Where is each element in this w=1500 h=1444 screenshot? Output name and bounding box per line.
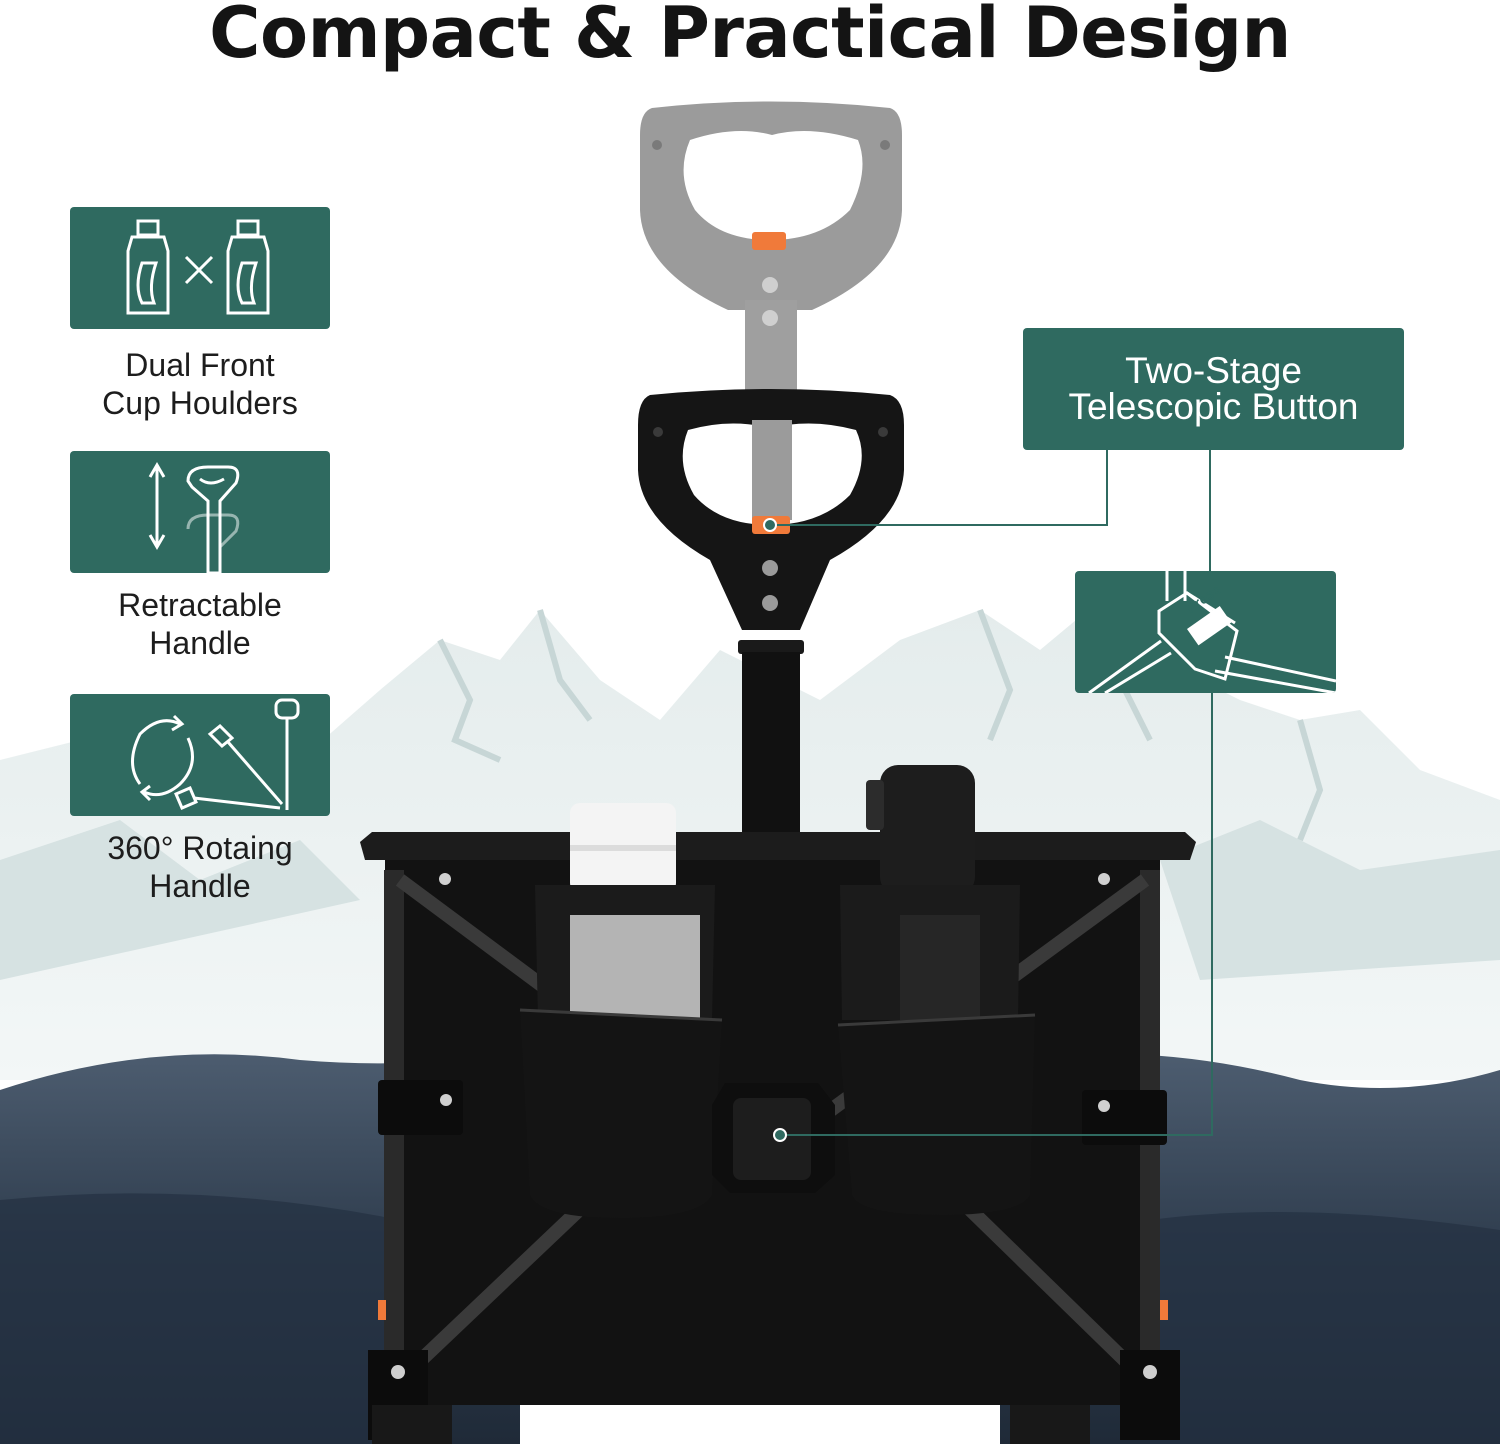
feature-label-cup-holders: Dual Front Cup Houlders	[50, 346, 350, 422]
left-wheel	[372, 1405, 452, 1444]
feature-card-cup-holders	[70, 207, 330, 329]
feature-label-retractable: Retractable Handle	[50, 586, 350, 662]
left-cup-holder	[519, 803, 723, 1218]
right-wheel	[1010, 1405, 1090, 1444]
lower-handle-grip	[638, 389, 904, 630]
feature-label-line1: 360° Rotaing	[107, 830, 293, 866]
feature-card-rotating	[70, 694, 330, 816]
upper-handle-grip	[640, 101, 902, 410]
page-title: Compact & Practical Design	[209, 0, 1291, 74]
feature-label-rotating: 360° Rotaing Handle	[50, 829, 350, 905]
rotating-handle-icon	[131, 698, 300, 810]
feature-label-line1: Dual Front	[125, 347, 275, 383]
callout-telescopic-button: Two-Stage Telescopic Button	[1023, 328, 1404, 450]
feature-label-line1: Retractable	[118, 587, 282, 623]
feature-card-retractable	[70, 451, 330, 573]
callout-line1: Two-Stage	[1125, 350, 1302, 391]
feature-label-line2: Handle	[149, 625, 251, 661]
bottle-x2-icon	[126, 219, 270, 315]
feature-label-line2: Handle	[149, 868, 251, 904]
feature-label-line2: Cup Houlders	[102, 385, 298, 421]
press-button-detail	[1075, 571, 1336, 693]
retractable-handle-icon	[148, 462, 240, 573]
handle-collar	[738, 640, 804, 654]
callout-line2: Telescopic Button	[1068, 386, 1359, 427]
handle-pivot-base	[712, 1083, 835, 1193]
press-button-icon	[1088, 571, 1336, 693]
